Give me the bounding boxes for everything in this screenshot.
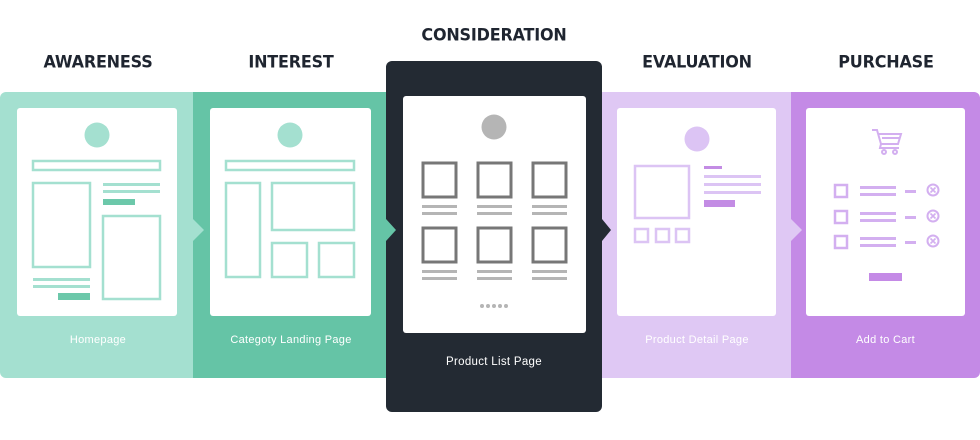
hero-image — [31, 181, 92, 269]
add-button-placeholder — [704, 200, 735, 207]
stage-panel-purchase: Add to Cart — [791, 92, 980, 378]
header-bar — [31, 159, 162, 172]
product-detail-wireframe-card — [617, 108, 776, 316]
homepage-wireframe — [31, 122, 162, 301]
cart-row-3 — [833, 234, 940, 250]
stage-panel-consideration: Product List Page — [386, 61, 602, 412]
category-wireframe-card — [210, 108, 371, 316]
product-image — [633, 164, 691, 220]
product-list-wireframe-card — [403, 96, 586, 333]
stage-heading-interest: INTEREST — [248, 51, 334, 72]
flow-arrow-2 — [386, 219, 396, 241]
cta-button — [103, 199, 135, 205]
logo-placeholder — [84, 122, 110, 148]
category-banner — [270, 181, 356, 232]
filter-column — [224, 181, 262, 279]
stage-heading-evaluation: EVALUATION — [642, 51, 752, 72]
homepage-wireframe-card — [17, 108, 177, 316]
stage-label-product-detail: Product Detail Page — [645, 334, 749, 346]
pagination-dots — [480, 304, 508, 308]
product-list-wireframe — [421, 114, 568, 308]
stage-panel-awareness: Homepage — [0, 92, 196, 378]
stage-label-product-list: Product List Page — [446, 356, 542, 368]
stage-heading-consideration: CONSIDERATION — [421, 24, 567, 45]
stage-label-category: Categoty Landing Page — [230, 334, 352, 346]
cart-wireframe — [833, 129, 940, 281]
flow-arrow-3 — [602, 219, 611, 241]
flow-arrow-4 — [791, 219, 802, 241]
stage-heading-purchase: PURCHASE — [838, 51, 934, 72]
shopping-cart-icon — [872, 129, 903, 155]
cart-row-2 — [833, 209, 940, 225]
product-detail-wireframe — [633, 126, 761, 244]
stage-label-homepage: Homepage — [69, 334, 127, 346]
category-wireframe — [224, 122, 356, 279]
cart-wireframe-card — [806, 108, 965, 316]
product-grid — [421, 161, 568, 264]
flow-arrow-1 — [193, 219, 204, 241]
stage-panel-interest: Categoty Landing Page — [193, 92, 389, 378]
stage-heading-awareness: AWARENESS — [43, 51, 153, 72]
logo-placeholder — [481, 114, 507, 140]
logo-placeholder — [277, 122, 303, 148]
checkout-button-placeholder — [869, 273, 902, 281]
promo-block — [101, 214, 162, 301]
cart-row-1 — [833, 183, 940, 199]
stage-label-add-to-cart: Add to Cart — [856, 334, 915, 346]
stage-panel-evaluation: Product Detail Page — [599, 92, 795, 378]
